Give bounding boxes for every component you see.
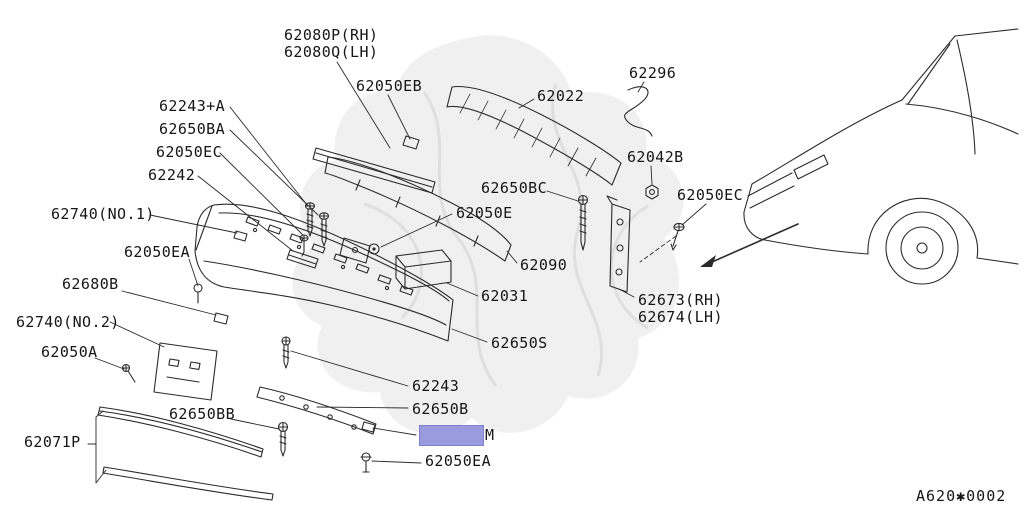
part-label-17-62031[interactable]: 62031 [481, 287, 529, 305]
leader-lines [87, 61, 707, 484]
pointer-arrow [700, 223, 799, 267]
part-label-3-62022[interactable]: 62022 [537, 87, 585, 105]
part-label-4-62296[interactable]: 62296 [629, 64, 677, 82]
bracket-62031 [395, 249, 452, 290]
wire-clip-62296 [624, 86, 653, 137]
part-label-25-62650bb[interactable]: 62650BB [169, 405, 236, 423]
clip-62050eb [402, 135, 420, 150]
clip-62680b [213, 312, 229, 325]
part-label-18-62740no2[interactable]: 62740(NO.2) [16, 313, 120, 331]
part-label-23-62243[interactable]: 62243 [412, 377, 460, 395]
linework [87, 28, 1019, 501]
side-bracket [606, 195, 631, 293]
part-label-14-62050ea[interactable]: 62050EA [124, 243, 191, 261]
part-label-13-62050e[interactable]: 62050E [456, 204, 513, 222]
part-label-1-62080qlh[interactable]: 62080Q(LH) [284, 43, 379, 61]
clip-62740-no1 [233, 230, 248, 242]
part-label-27-m[interactable]: M [485, 426, 495, 444]
part-label-15-62090[interactable]: 62090 [520, 256, 568, 274]
energy-absorber [324, 156, 512, 262]
part-label-11-62050ec[interactable]: 62050EC [677, 186, 744, 204]
nut-62042b [645, 184, 659, 200]
screw-62650bb [277, 421, 289, 457]
fastener-cluster [286, 202, 330, 269]
part-label-21-62050a[interactable]: 62050A [41, 343, 98, 361]
screw-62050a [121, 363, 136, 383]
part-label-20-62674lh[interactable]: 62674(LH) [638, 308, 723, 326]
part-label-24-62650b[interactable]: 62650B [412, 400, 469, 418]
part-label-5-62243a[interactable]: 62243+A [159, 97, 226, 115]
clip-highlighted-part [361, 421, 376, 433]
part-label-26-62071p[interactable]: 62071P [24, 433, 81, 451]
part-label-7-62050ec[interactable]: 62050EC [156, 143, 223, 161]
watermark [292, 35, 684, 434]
part-label-8-62242[interactable]: 62242 [148, 166, 196, 184]
screw-62050ec-right [670, 222, 685, 251]
part-label-2-62050eb[interactable]: 62050EB [356, 77, 423, 95]
screw-62650bc [577, 194, 589, 251]
part-label-9-62650bc[interactable]: 62650BC [481, 179, 548, 197]
pin-62050ea-left [193, 283, 203, 304]
part-label-19-62673rh[interactable]: 62673(RH) [638, 291, 723, 309]
bumper-reinforcement [446, 85, 622, 186]
spacer-62242 [286, 249, 319, 269]
strips-62071p [97, 406, 274, 501]
pin-62050ea-bottom [360, 452, 372, 473]
part-label-16-62680b[interactable]: 62680B [62, 275, 119, 293]
front-bumper-fascia [194, 203, 454, 342]
part-highlight[interactable] [419, 425, 484, 446]
lower-protector-strip [256, 386, 377, 435]
part-label-12-62740no1[interactable]: 62740(NO.1) [51, 205, 155, 223]
part-label-6-62650ba[interactable]: 62650BA [159, 120, 226, 138]
license-bracket [153, 342, 218, 401]
screw-62243 [281, 336, 291, 369]
part-label-22-62650s[interactable]: 62650S [491, 334, 548, 352]
part-label-28-62050ea[interactable]: 62050EA [425, 452, 492, 470]
drawing-code: A620✱0002 [916, 487, 1007, 505]
part-label-10-62042b[interactable]: 62042B [627, 148, 684, 166]
part-label-0-62080prh[interactable]: 62080P(RH) [284, 26, 379, 44]
vehicle-sketch [743, 28, 1019, 285]
